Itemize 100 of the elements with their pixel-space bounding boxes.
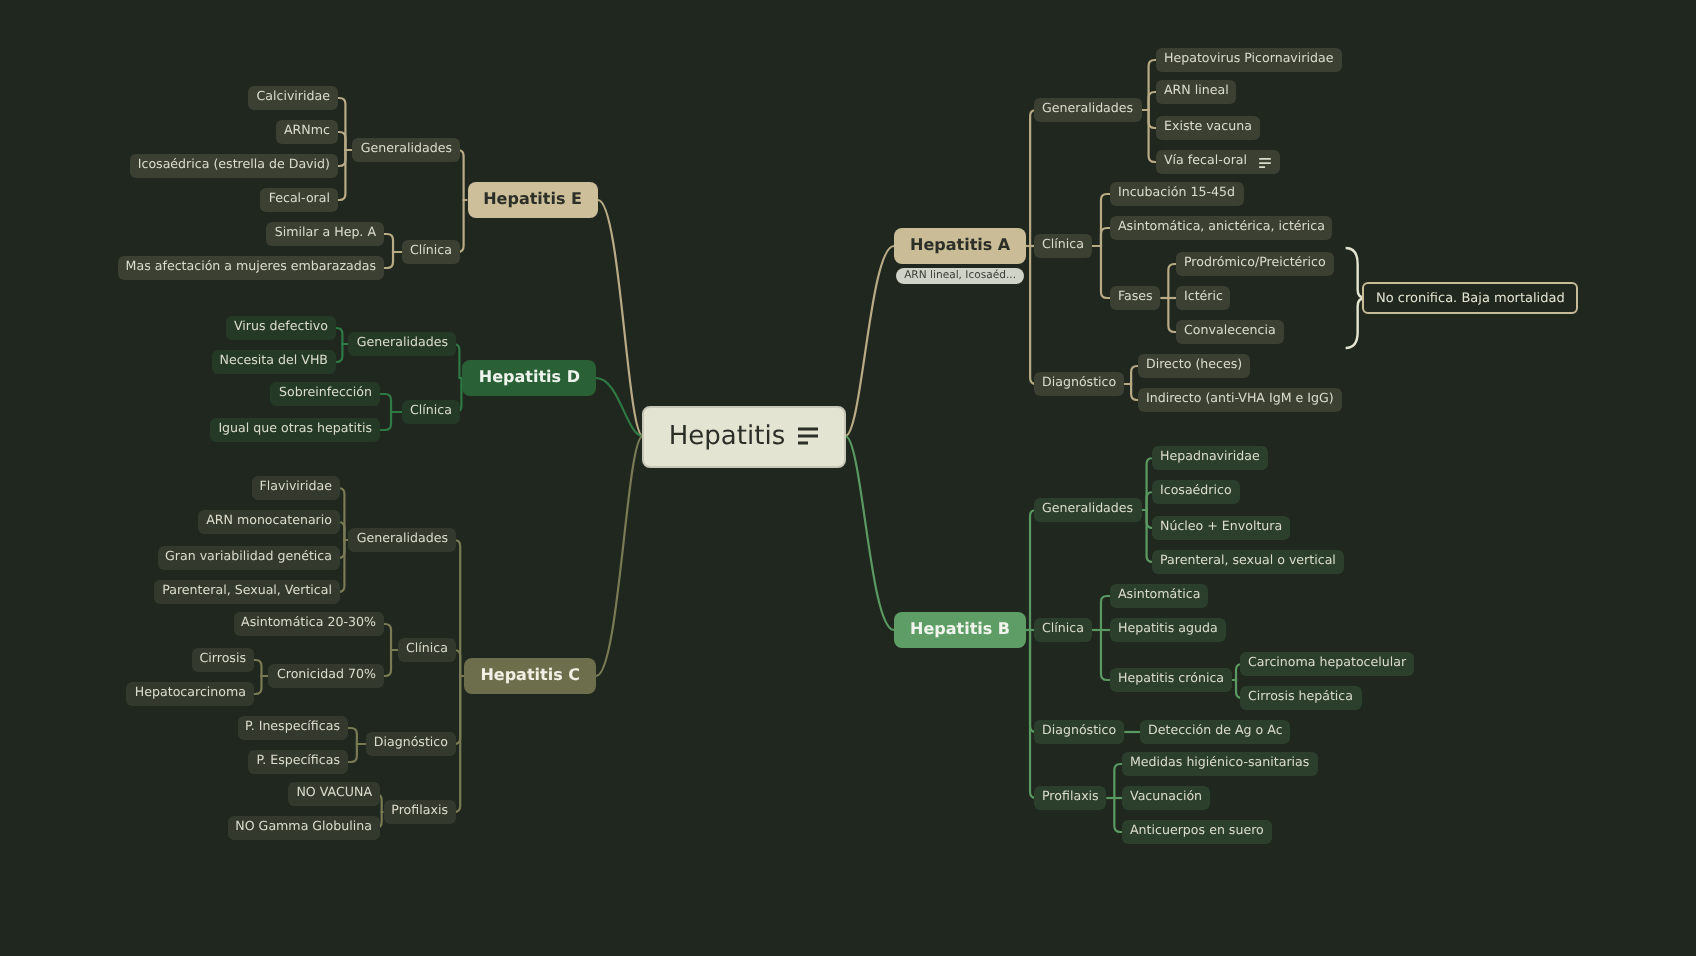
subtopic	[1152, 516, 1291, 540]
subtopic	[1156, 116, 1260, 140]
connector	[384, 250, 403, 270]
subtopic	[1034, 372, 1125, 396]
subtopic	[248, 750, 348, 774]
subtopic	[211, 350, 336, 374]
subtopic	[1110, 618, 1226, 642]
connector	[1026, 108, 1038, 248]
connector	[1232, 662, 1244, 682]
subtopic	[402, 240, 460, 264]
connector	[597, 199, 644, 437]
subtopic	[1156, 48, 1342, 72]
connector	[1124, 730, 1140, 734]
connector	[453, 648, 465, 678]
subtopic	[268, 664, 384, 688]
summary-topic	[1362, 282, 1579, 314]
subtopic	[1122, 786, 1211, 810]
connector	[337, 538, 349, 594]
connector	[253, 658, 269, 678]
subtopic	[1138, 388, 1342, 412]
topic-text: Hepatitis	[668, 419, 786, 453]
subtopic	[1152, 550, 1344, 574]
central-topic	[642, 405, 846, 467]
subtopic	[191, 648, 254, 672]
subtopic	[225, 316, 336, 340]
connector	[374, 810, 384, 830]
subtopic	[1152, 480, 1240, 504]
topic-text: Hepatitis E	[483, 190, 582, 210]
connector	[374, 792, 384, 814]
connector	[1026, 508, 1038, 632]
connector	[454, 376, 464, 414]
subtopic	[1034, 234, 1092, 258]
subtopic	[198, 510, 340, 534]
connector	[335, 326, 349, 346]
subtopic	[288, 782, 380, 806]
connector	[452, 342, 463, 380]
subtopic	[251, 476, 340, 500]
subtopic	[1034, 498, 1142, 522]
connector	[1141, 490, 1154, 512]
connector	[1160, 296, 1177, 334]
subtopic	[1240, 686, 1361, 710]
subtopic	[1176, 286, 1231, 310]
connector	[1091, 628, 1110, 682]
subtopic	[1034, 618, 1092, 642]
subtopic	[1152, 446, 1268, 470]
connector	[456, 198, 468, 254]
connector	[348, 742, 366, 764]
main-topic	[464, 658, 596, 694]
topic-text: Hepatitis A	[910, 236, 1011, 256]
connector	[844, 435, 895, 631]
subtopic	[1156, 150, 1280, 174]
subtopic	[210, 418, 380, 442]
topic-text: Hepatitis D	[478, 368, 580, 388]
connector	[337, 148, 353, 202]
subtopic	[398, 638, 456, 662]
connector	[1232, 678, 1244, 700]
connector	[337, 130, 353, 152]
connector	[1141, 108, 1157, 164]
connector	[337, 520, 349, 542]
subtopic	[233, 612, 384, 636]
subtopic	[352, 138, 460, 162]
subtopic	[260, 188, 338, 212]
subtopic	[402, 400, 460, 424]
connector	[595, 435, 644, 677]
subtopic	[129, 154, 338, 178]
subtopic	[1156, 80, 1237, 104]
main-topic	[894, 612, 1027, 648]
subtopic	[1110, 668, 1233, 692]
connector	[1124, 364, 1139, 386]
topic-text: Hepatitis C	[480, 666, 580, 686]
connector	[380, 410, 403, 432]
subtopic	[1140, 720, 1291, 744]
subtopic	[237, 716, 348, 740]
connector	[1124, 382, 1139, 402]
subtopic	[1034, 720, 1125, 744]
subtopic	[1176, 252, 1334, 276]
subtopic	[270, 382, 380, 406]
subtopic	[266, 222, 384, 246]
main-topic	[462, 360, 596, 396]
connector	[1026, 244, 1038, 386]
connector	[383, 648, 399, 678]
subtopic	[157, 546, 340, 570]
connector	[844, 245, 895, 437]
connector	[335, 342, 349, 364]
subtopic	[276, 120, 338, 144]
topic-text: Hepatitis B	[910, 620, 1011, 640]
connector	[1141, 90, 1157, 112]
connector	[456, 148, 468, 202]
subtopic	[248, 86, 338, 110]
connector	[253, 674, 269, 696]
connector	[1091, 244, 1110, 300]
main-topic	[894, 228, 1027, 264]
subtopic	[348, 332, 456, 356]
subtopic	[365, 732, 456, 756]
subtopic	[1122, 752, 1318, 776]
subtopic	[1110, 286, 1161, 310]
subtopic	[227, 816, 380, 840]
subtopic	[1110, 216, 1333, 240]
subtopic	[348, 528, 456, 552]
connector	[595, 376, 644, 438]
